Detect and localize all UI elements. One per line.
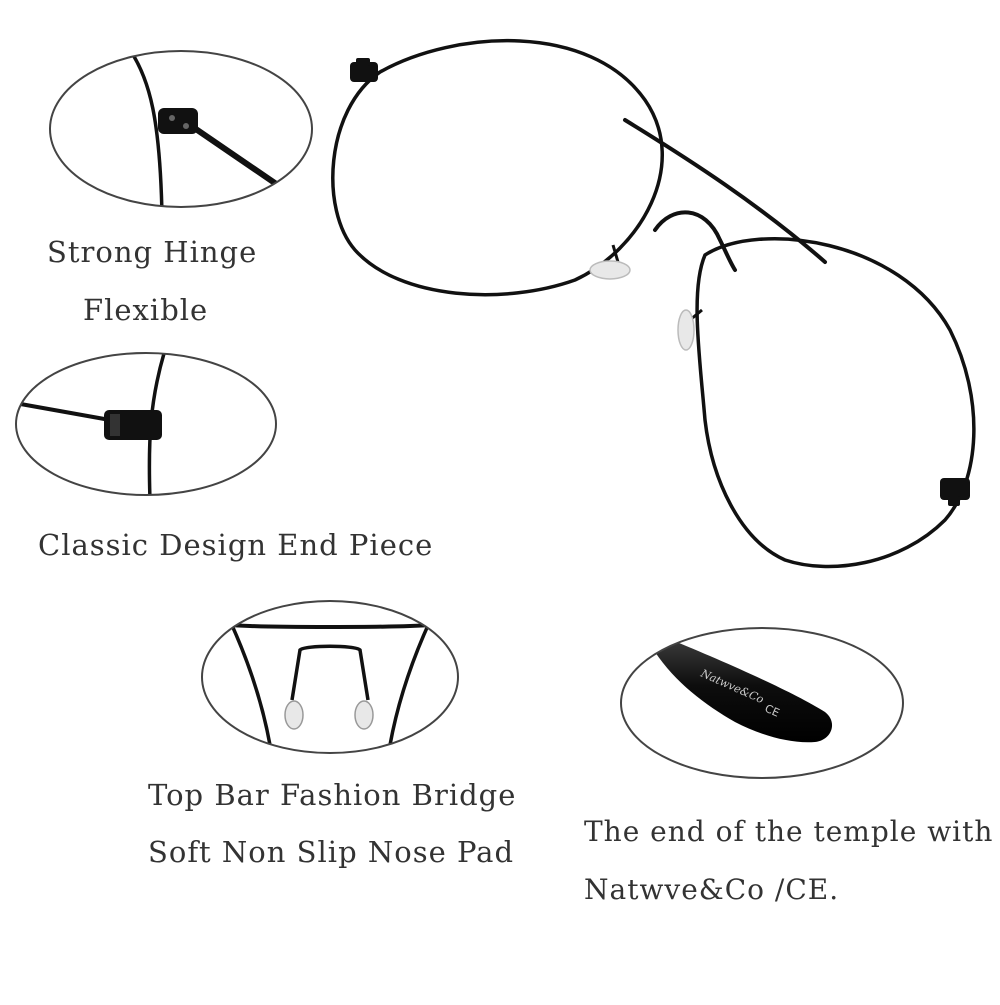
hinge-caption-line1: Strong Hinge [47, 235, 258, 269]
bridge [653, 210, 737, 272]
end-piece-callout [15, 352, 277, 496]
end-piece-icon [104, 410, 162, 440]
right-lens-rim [695, 237, 976, 569]
bridge-caption-line1: Top Bar Fashion Bridge [148, 778, 517, 812]
hinge-icon [158, 108, 198, 134]
nose-pad-right [677, 308, 703, 351]
hinge-callout [49, 50, 313, 208]
bridge-callout [201, 600, 459, 754]
bridge-caption-line2: Soft Non Slip Nose Pad [148, 835, 515, 869]
aviator-frame [331, 38, 976, 569]
top-bar [623, 118, 827, 264]
temple-caption-line1: The end of the temple with [584, 815, 994, 848]
left-lens-rim [331, 38, 664, 297]
hinge-caption-line2: Flexible [83, 293, 209, 327]
end-piece-left [350, 58, 378, 82]
end-piece-caption: Classic Design End Piece [38, 528, 434, 562]
nose-pad-left [589, 244, 631, 280]
temple-callout: Natwve&Co CE [620, 627, 904, 779]
end-piece-right [940, 478, 970, 506]
nose-pad-icon [284, 700, 374, 730]
temple-engraving-mark: CE [763, 702, 782, 720]
temple-caption-line2: Natwve&Co /CE. [584, 873, 840, 906]
temple-tip-icon [655, 640, 833, 743]
